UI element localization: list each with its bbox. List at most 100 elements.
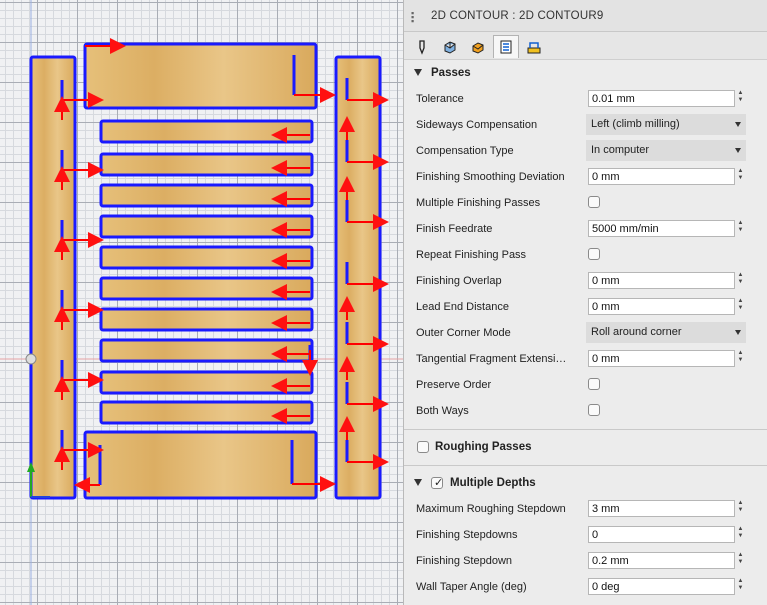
- wood-part: [101, 185, 312, 206]
- panel-title: 2D CONTOUR : 2D CONTOUR9: [431, 10, 604, 22]
- finishing-stepdowns-stepper-icon[interactable]: ▲▼: [737, 526, 744, 539]
- toolpath-contour: [29, 55, 77, 500]
- multiple-depths-title: Multiple Depths: [450, 477, 536, 489]
- panel-tabbar: [404, 32, 767, 60]
- multiple-depths-checkbox[interactable]: ✓: [431, 477, 443, 489]
- finishing-stepdowns-label: Finishing Stepdowns: [416, 529, 518, 541]
- repeat-finishing-pass-checkbox[interactable]: [588, 248, 600, 260]
- outer-corner-mode-label: Outer Corner Mode: [416, 327, 511, 339]
- wood-part: [101, 247, 312, 268]
- outer-corner-mode-value: Roll around corner: [591, 326, 682, 338]
- compensation-type-label: Compensation Type: [416, 145, 514, 157]
- passes-section-title: Passes: [431, 67, 471, 79]
- toolpath-outlines: [29, 42, 382, 500]
- wall-taper-angle-label: Wall Taper Angle (deg): [416, 581, 527, 593]
- passes-tab[interactable]: [493, 35, 519, 58]
- both-ways-checkbox[interactable]: [588, 404, 600, 416]
- multiple-depths-header[interactable]: ✓ Multiple Depths: [404, 472, 767, 496]
- outer-corner-mode-select[interactable]: Roll around corner: [586, 322, 746, 343]
- preserve-order-checkbox[interactable]: [588, 378, 600, 390]
- panel-titlebar[interactable]: ▪▪▪ 2D CONTOUR : 2D CONTOUR9: [404, 0, 767, 32]
- lead-end-distance-stepper-icon[interactable]: ▲▼: [737, 298, 744, 311]
- tangential-fragment-stepper-icon[interactable]: ▲▼: [737, 350, 744, 363]
- finishing-smoothing-deviation-input[interactable]: [588, 168, 735, 185]
- wood-part: [336, 57, 380, 498]
- wood-part: [101, 216, 312, 237]
- wood-part: [85, 432, 316, 498]
- finish-feedrate-stepper-icon[interactable]: ▲▼: [737, 220, 744, 233]
- preserve-order-label: Preserve Order: [416, 379, 492, 391]
- canvas-viewport[interactable]: [0, 0, 403, 605]
- geometry-tab[interactable]: [437, 35, 463, 58]
- wood-part: [101, 154, 312, 175]
- wall-taper-angle-stepper-icon[interactable]: ▲▼: [737, 578, 744, 591]
- sideways-compensation-select[interactable]: Left (climb milling): [586, 114, 746, 135]
- sideways-compensation-label: Sideways Compensation: [416, 119, 538, 131]
- compensation-type-select[interactable]: In computer: [586, 140, 746, 161]
- roughing-passes-checkbox[interactable]: [417, 441, 429, 453]
- max-roughing-stepdown-input[interactable]: [588, 500, 735, 517]
- both-ways-label: Both Ways: [416, 405, 469, 417]
- chevron-down-icon: [735, 122, 741, 127]
- tangential-fragment-extension-input[interactable]: [588, 350, 735, 367]
- toolpath-contour: [99, 183, 314, 208]
- lead-end-distance-input[interactable]: [588, 298, 735, 315]
- geometry-tab-icon: [444, 40, 456, 54]
- collapse-triangle-icon[interactable]: [414, 69, 422, 76]
- max-roughing-stepdown-stepper-icon[interactable]: ▲▼: [737, 500, 744, 513]
- sideways-compensation-value: Left (climb milling): [591, 118, 680, 130]
- linking-tab-icon: [527, 41, 541, 53]
- wood-part: [85, 44, 316, 108]
- wood-part: [31, 57, 75, 498]
- toolpath-contour: [99, 307, 314, 332]
- checkmark-icon: ✓: [434, 477, 444, 489]
- drag-grip-icon[interactable]: ▪▪▪: [411, 8, 415, 26]
- roughing-passes-header[interactable]: Roughing Passes: [404, 436, 767, 460]
- toolpath-contour: [83, 430, 318, 500]
- finishing-overlap-label: Finishing Overlap: [416, 275, 502, 287]
- axis-triad-icon: [27, 462, 50, 498]
- section-divider: [404, 429, 767, 430]
- roughing-passes-title: Roughing Passes: [435, 441, 532, 453]
- tool-tab[interactable]: [409, 35, 435, 58]
- chevron-down-icon: [735, 148, 741, 153]
- chevron-down-icon: [735, 330, 741, 335]
- toolpath-contour: [99, 276, 314, 301]
- section-divider: [404, 465, 767, 466]
- multiple-finishing-passes-label: Multiple Finishing Passes: [416, 197, 541, 209]
- finishing-smoothing-deviation-label: Finishing Smoothing Deviation: [416, 171, 565, 183]
- wood-part: [101, 121, 312, 142]
- wood-part: [101, 372, 312, 393]
- origin-pivot-icon: [25, 353, 37, 365]
- tolerance-stepper-icon[interactable]: ▲▼: [737, 90, 744, 103]
- operation-panel: ▪▪▪ 2D CONTOUR : 2D CONTOUR9 Passes Tole…: [403, 0, 767, 605]
- wall-taper-angle-input[interactable]: [588, 578, 735, 595]
- collapse-triangle-icon[interactable]: [414, 479, 422, 486]
- toolpath-contour: [99, 400, 314, 425]
- heights-tab[interactable]: [465, 35, 491, 58]
- finishing-smoothing-stepper-icon[interactable]: ▲▼: [737, 168, 744, 181]
- wood-part: [101, 309, 312, 330]
- heights-tab-icon: [472, 41, 484, 54]
- toolpath-contour: [83, 42, 318, 110]
- multiple-finishing-passes-checkbox[interactable]: [588, 196, 600, 208]
- lead-end-distance-label: Lead End Distance: [416, 301, 509, 313]
- toolpath-contour: [99, 245, 314, 270]
- finishing-stepdowns-input[interactable]: [588, 526, 735, 543]
- wood-parts: [31, 44, 380, 498]
- toolpath-arrows: [54, 38, 389, 493]
- toolpath-contour: [99, 214, 314, 239]
- toolpath-drawing: [0, 0, 403, 605]
- compensation-type-value: In computer: [591, 144, 650, 156]
- wood-part: [101, 402, 312, 423]
- linking-tab[interactable]: [521, 35, 547, 58]
- wood-part: [101, 278, 312, 299]
- finishing-overlap-input[interactable]: [588, 272, 735, 289]
- finish-feedrate-input[interactable]: [588, 220, 735, 237]
- finishing-overlap-stepper-icon[interactable]: ▲▼: [737, 272, 744, 285]
- tolerance-input[interactable]: [588, 90, 735, 107]
- passes-section-header[interactable]: Passes: [404, 62, 767, 86]
- finishing-stepdown-input[interactable]: [588, 552, 735, 569]
- finishing-stepdown-stepper-icon[interactable]: ▲▼: [737, 552, 744, 565]
- finish-feedrate-label: Finish Feedrate: [416, 223, 493, 235]
